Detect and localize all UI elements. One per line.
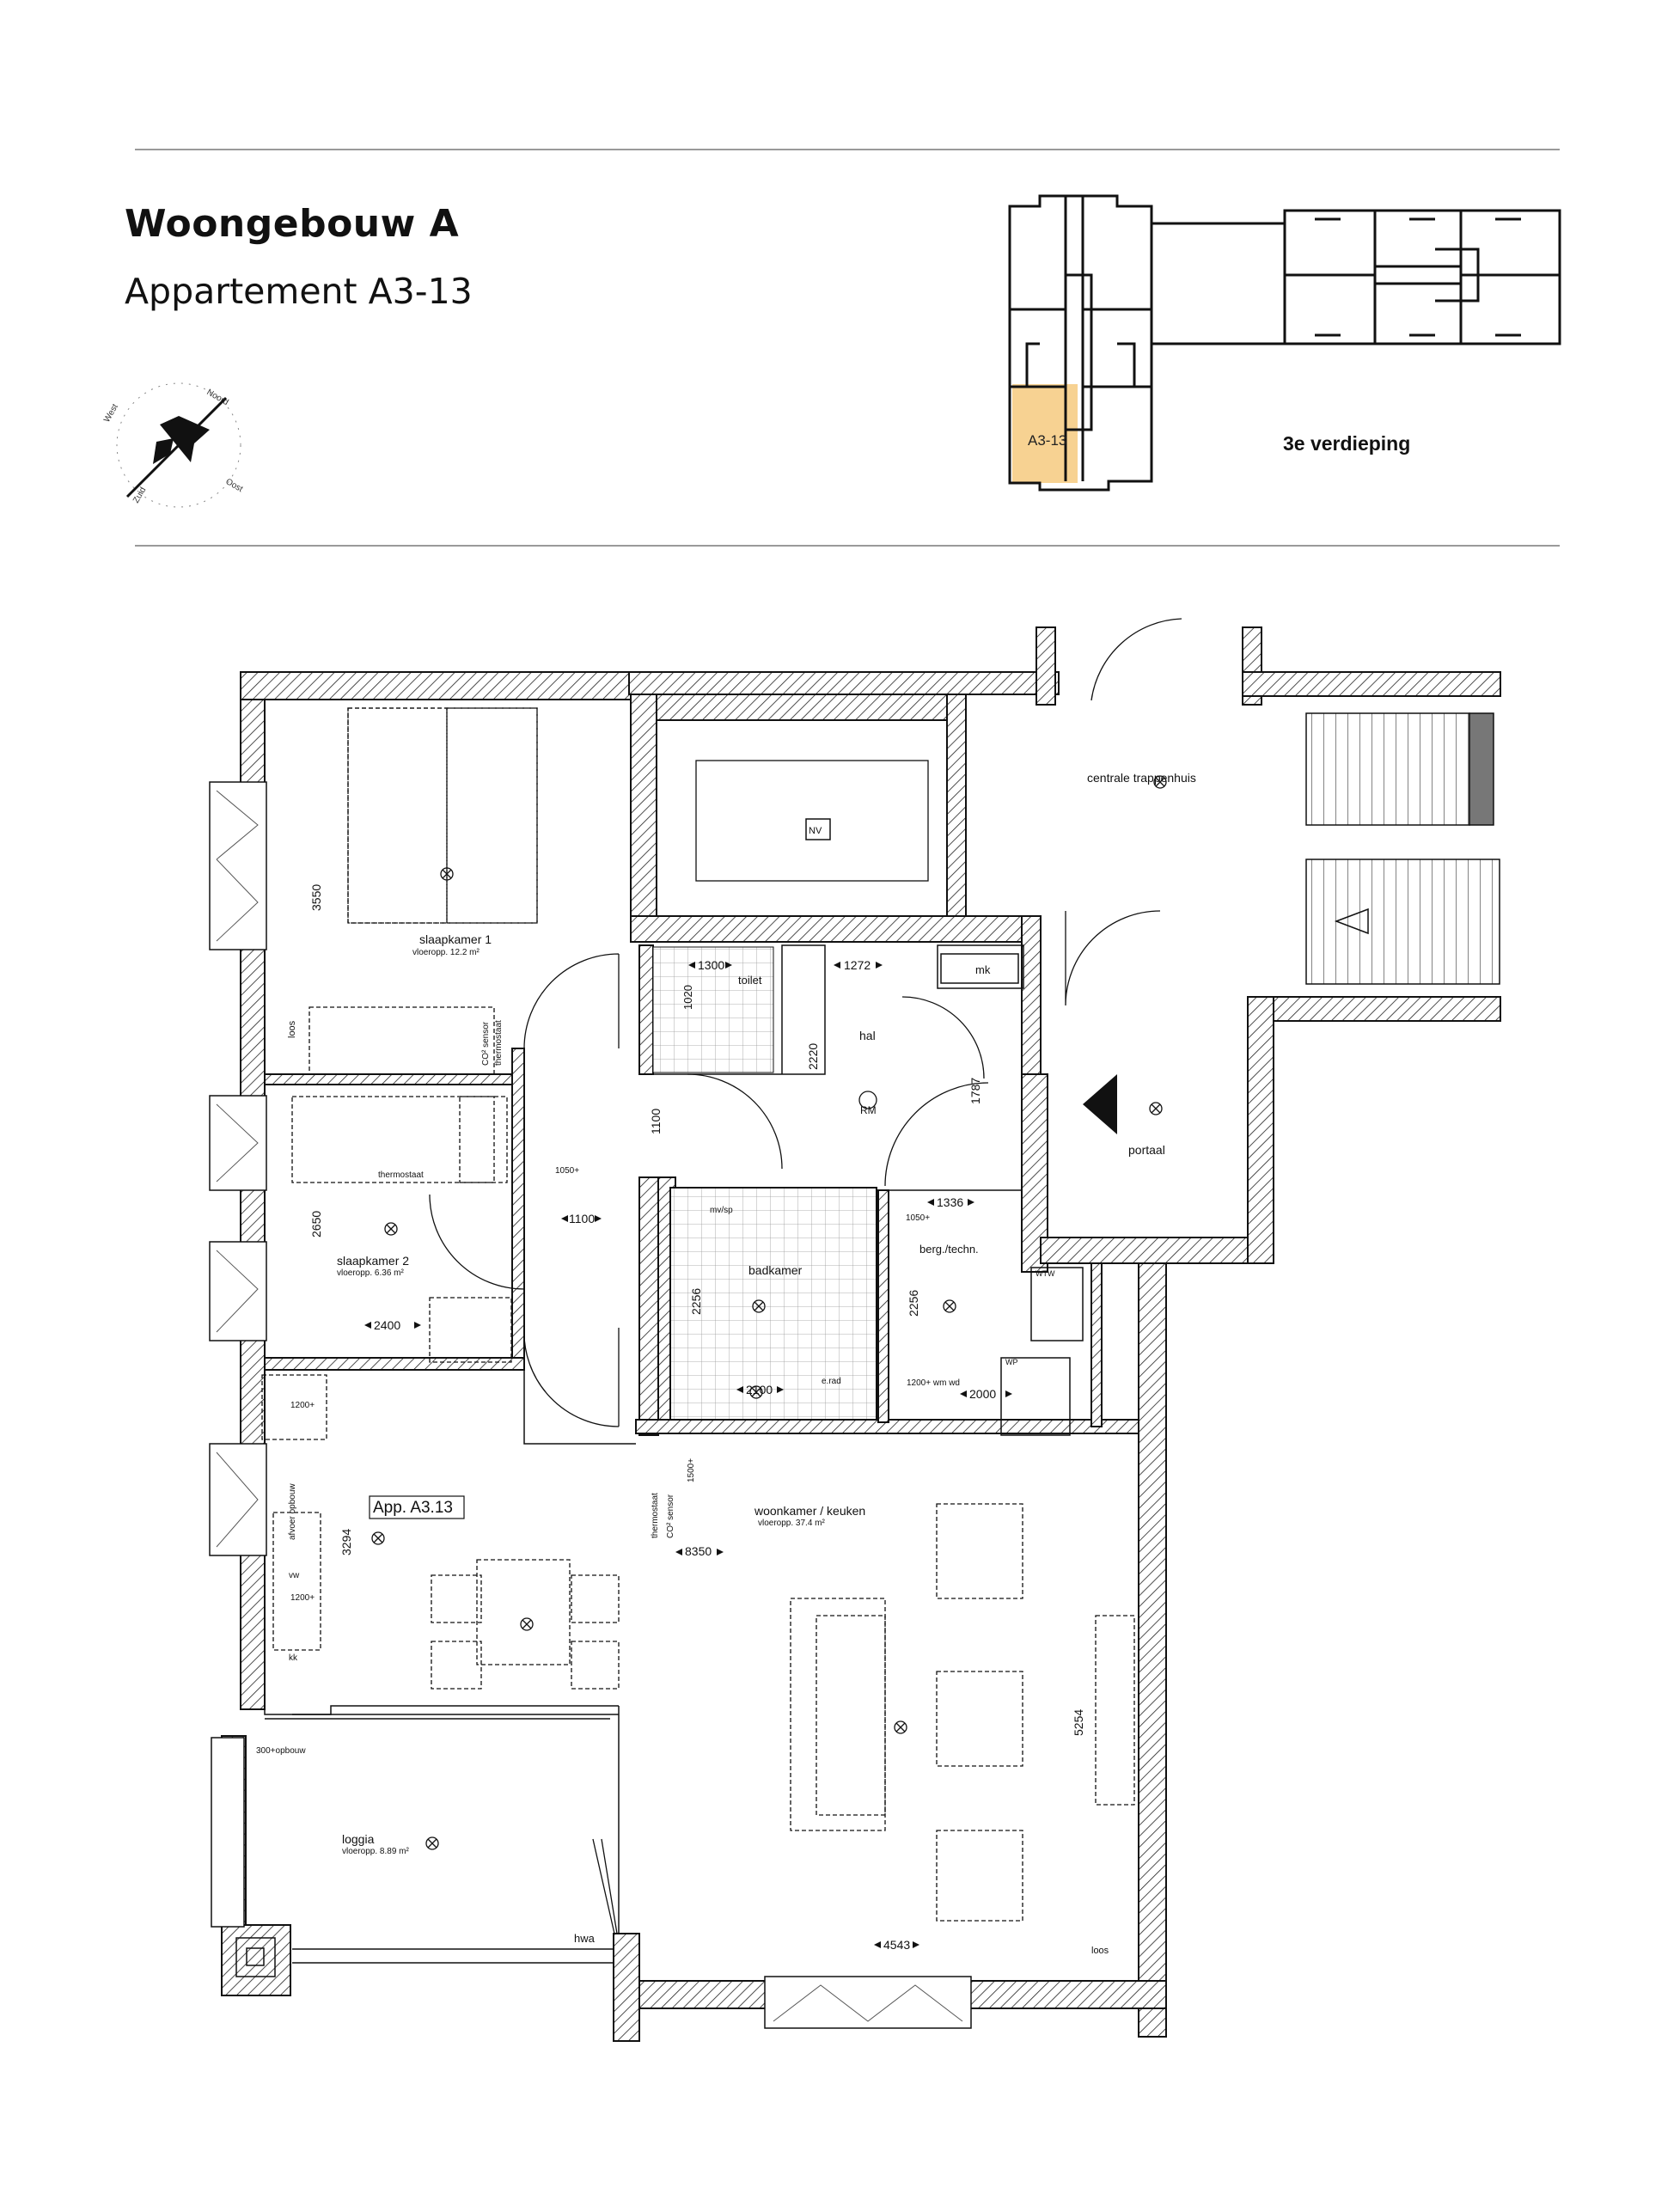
room-name-toilet: toilet xyxy=(738,974,762,987)
dim-bedroom-2-h: 2400 xyxy=(374,1318,400,1332)
technical-boxes xyxy=(235,818,1117,1977)
dim-toilet-v: 1020 xyxy=(681,985,694,1010)
label-thermostat-bedroom-1: thermostaat xyxy=(494,1020,504,1066)
dim-living-v: 3294 xyxy=(339,1529,353,1555)
compass-label-west: West xyxy=(102,402,120,424)
room-name-storage: berg./techn. xyxy=(919,1243,979,1256)
label-e-rad: e.rad xyxy=(822,1377,841,1386)
label-kk: kk xyxy=(289,1653,298,1663)
label-hwa: hwa xyxy=(574,1932,596,1945)
windows xyxy=(209,781,972,2029)
dim-storage-v: 2256 xyxy=(907,1290,920,1317)
dim-storage-h2: 2000 xyxy=(969,1387,996,1401)
dim-living-v2: 5254 xyxy=(1072,1709,1085,1736)
building-title: Woongebouw A xyxy=(125,202,460,246)
room-name-stairwell: centrale trappenhuis xyxy=(1087,771,1196,785)
room-name-living: woonkamer / keuken xyxy=(754,1504,865,1518)
label-loos-bedroom: loos xyxy=(287,1020,297,1038)
room-name-bedroom-1: slaapkamer 1 xyxy=(419,932,492,946)
ceiling-light-icons xyxy=(371,775,1167,1850)
dim-hall-h: 1272 xyxy=(844,958,871,972)
label-mv-sp: mv/sp xyxy=(710,1206,733,1215)
label-thermostat-bedroom: thermostaat xyxy=(378,1170,424,1180)
top-divider xyxy=(135,149,1560,150)
bathroom-tiles xyxy=(669,1187,877,1421)
apartment-title: Appartement A3-13 xyxy=(125,271,473,312)
label-vw: vw xyxy=(289,1571,300,1580)
window-sashes xyxy=(216,790,963,2022)
label-wtw: WTW xyxy=(1035,1269,1055,1278)
label-1050-hall: 1050+ xyxy=(555,1166,579,1176)
dim-bedroom-1: 3550 xyxy=(309,884,323,911)
apartment-tag: App. A3.13 xyxy=(373,1499,453,1517)
room-name-hall: hal xyxy=(859,1029,876,1042)
toilet-tiles xyxy=(652,946,774,1073)
label-1500: 1500+ xyxy=(687,1458,696,1482)
dim-bedroom-2-v: 2650 xyxy=(309,1211,323,1238)
dim-living-h2: 4543 xyxy=(883,1938,910,1952)
room-area-living: vloeropp. 37.4 m² xyxy=(758,1519,825,1528)
room-name-loggia: loggia xyxy=(342,1832,375,1846)
key-plan: A3-13 3e verdieping xyxy=(1008,194,1561,492)
dimension-arrows xyxy=(364,962,1012,1948)
label-co2-living: CO² sensor xyxy=(666,1494,675,1538)
floor-label: 3e verdieping xyxy=(1283,432,1410,455)
dim-hall-v2: 1100 xyxy=(649,1109,663,1134)
label-mk: mk xyxy=(975,963,991,976)
dim-bathroom-h: 2100 xyxy=(746,1383,773,1396)
room-name-bedroom-2: slaapkamer 2 xyxy=(337,1254,409,1268)
room-area-loggia: vloeropp. 8.89 m² xyxy=(342,1847,409,1856)
header-divider xyxy=(135,545,1560,547)
plan-labels: slaapkamer 1 vloeropp. 12.2 m² 3550 slaa… xyxy=(256,771,1196,1956)
label-wp: WP xyxy=(1005,1358,1018,1366)
dim-storage-h: 1336 xyxy=(937,1195,963,1209)
apartment-tag-frame xyxy=(369,1495,465,1519)
room-name-portal: portaal xyxy=(1128,1143,1165,1157)
room-outlines xyxy=(264,944,1024,1964)
compass-rose-icon: West Noord Oost Zuid xyxy=(102,382,245,508)
label-loos-living: loos xyxy=(1091,1946,1109,1956)
label-1200-sink: 1200+ xyxy=(290,1593,315,1603)
dim-living-h: 8350 xyxy=(685,1544,712,1558)
label-wm-wd: 1200+ wm wd xyxy=(907,1378,960,1388)
staircase xyxy=(1305,712,1500,985)
label-afvoer: afvoer opbouw xyxy=(288,1483,297,1540)
label-rm: RM xyxy=(860,1104,877,1116)
label-nv: NV xyxy=(809,826,822,836)
dim-hall-h2: 1100 xyxy=(569,1212,595,1225)
label-300-opbouw: 300+opbouw xyxy=(256,1746,306,1756)
room-area-bedroom-2: vloeropp. 6.36 m² xyxy=(337,1268,404,1278)
interior-walls xyxy=(264,944,1139,1436)
doors xyxy=(429,618,1182,1934)
label-1200-kitchen: 1200+ xyxy=(290,1401,315,1410)
dim-bathroom-v: 2256 xyxy=(689,1288,703,1315)
compass-label-north: Noord xyxy=(205,388,230,407)
dim-hall-v: 2220 xyxy=(806,1043,820,1070)
dim-1787: 1787 xyxy=(968,1078,982,1104)
label-1050-storage: 1050+ xyxy=(906,1213,930,1223)
dim-toilet-h: 1300 xyxy=(698,958,724,972)
key-plan-unit-label: A3-13 xyxy=(1028,432,1066,449)
compass-label-east: Oost xyxy=(224,477,245,494)
furniture xyxy=(261,707,1135,1922)
label-co2-bedroom: CO² sensor xyxy=(481,1021,491,1066)
room-name-bathroom: badkamer xyxy=(748,1263,803,1277)
room-area-bedroom-1: vloeropp. 12.2 m² xyxy=(412,948,480,957)
label-thermostat-living: thermostaat xyxy=(651,1493,660,1538)
